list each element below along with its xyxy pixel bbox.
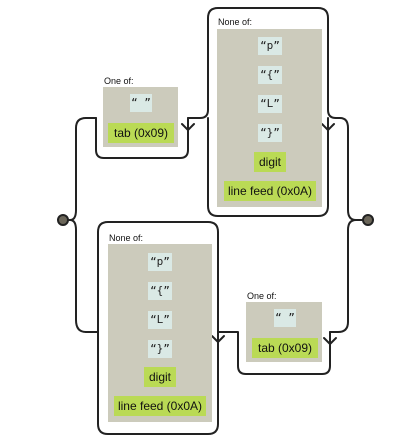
wire-arrow-1 [181,123,195,131]
top-noneof-line-feed: line feed (0x0A) [224,181,316,201]
bottom-noneof-literal-brace-open: “{” [148,282,172,300]
bottom-noneof-literal-brace-close: “}” [148,340,172,358]
end-node [362,214,374,226]
bottom-noneof-literal-L: “L” [148,311,172,329]
bottom-noneof-line-feed: line feed (0x0A) [114,396,206,416]
top-noneof-group [217,29,322,207]
wire-top-merge [335,117,357,221]
wire-arrow-3 [211,335,225,343]
wire-top-oneof-loop [95,117,189,159]
top-noneof-digit: digit [254,152,286,172]
bottom-noneof-group [108,244,212,422]
top-oneof-tab: tab (0x09) [108,123,174,143]
top-noneof-literal-L: “L” [258,95,282,113]
top-noneof-literal-p: “p” [258,37,282,55]
bottom-oneof-literal-space: “ ” [274,309,296,327]
top-noneof-label: None of: [218,17,253,27]
bottom-noneof-literal-p: “p” [148,253,172,271]
wire-start-split [62,117,87,333]
wire-bottom-into-noneof [85,221,219,333]
top-noneof-literal-brace-close: “}” [258,124,282,142]
bottom-oneof-tab: tab (0x09) [252,338,318,358]
bottom-noneof-digit: digit [144,367,176,387]
start-node [57,214,69,226]
top-oneof-label: One of: [104,76,134,86]
wire-bottom-merge [329,219,369,333]
wire-arrow-2 [321,123,335,131]
top-noneof-literal-brace-open: “{” [258,66,282,84]
wire-bottom-noneof-inner [97,331,219,435]
wire-bottom-noneof-to-oneof [217,331,331,375]
wire-arrow-4 [323,337,337,345]
top-oneof-literal-space: “ ” [130,94,152,112]
bottom-oneof-label: One of: [247,291,277,301]
bottom-noneof-label: None of: [109,233,144,243]
wire-top-oneof-to-noneof [187,7,337,119]
wire-top-noneof-inner [207,117,329,217]
